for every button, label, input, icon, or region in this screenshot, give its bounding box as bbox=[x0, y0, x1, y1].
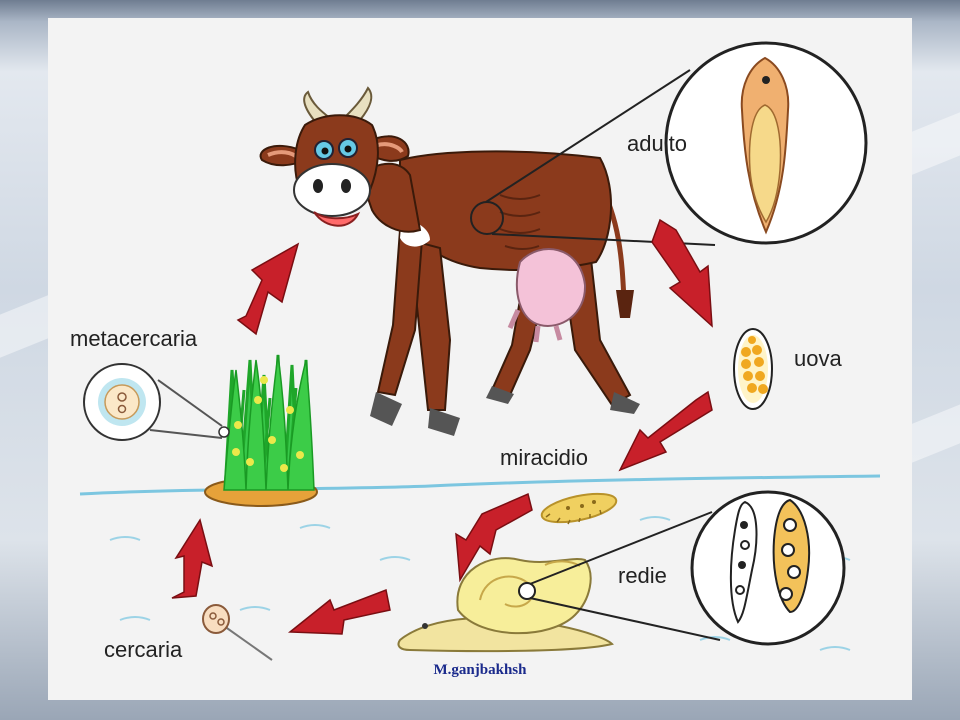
adulto-callout bbox=[485, 41, 868, 246]
arrow-miracidium-to-snail-icon bbox=[455, 492, 533, 583]
label-redie: redie bbox=[618, 563, 667, 588]
cow-illustration bbox=[259, 86, 640, 436]
cycle-arrows bbox=[171, 218, 713, 635]
miracidium-illustration bbox=[540, 492, 618, 525]
redie-callout bbox=[529, 490, 846, 646]
arrow-metacercaria-to-cow-icon bbox=[236, 242, 300, 336]
arrow-cow-to-egg-icon bbox=[651, 218, 713, 328]
snail-illustration bbox=[397, 557, 614, 653]
egg-illustration bbox=[733, 328, 773, 410]
arrow-snail-to-cercaria-icon bbox=[287, 588, 391, 635]
label-cercaria: cercaria bbox=[104, 637, 183, 662]
label-miracidio: miracidio bbox=[500, 445, 589, 470]
label-metacercaria: metacercaria bbox=[70, 326, 198, 351]
author-credit-text: M.ganjbakhsh bbox=[429, 662, 531, 678]
arrow-egg-to-miracidium-icon bbox=[618, 390, 713, 472]
author-credit: M.ganjbakhsh bbox=[48, 662, 912, 679]
cercaria-illustration bbox=[202, 604, 273, 661]
grass-illustration bbox=[204, 354, 318, 507]
label-adulto: adulto bbox=[627, 131, 687, 156]
arrow-cercaria-to-grass-icon bbox=[171, 518, 214, 599]
metacercaria-callout bbox=[83, 363, 223, 441]
label-uova: uova bbox=[794, 346, 842, 371]
